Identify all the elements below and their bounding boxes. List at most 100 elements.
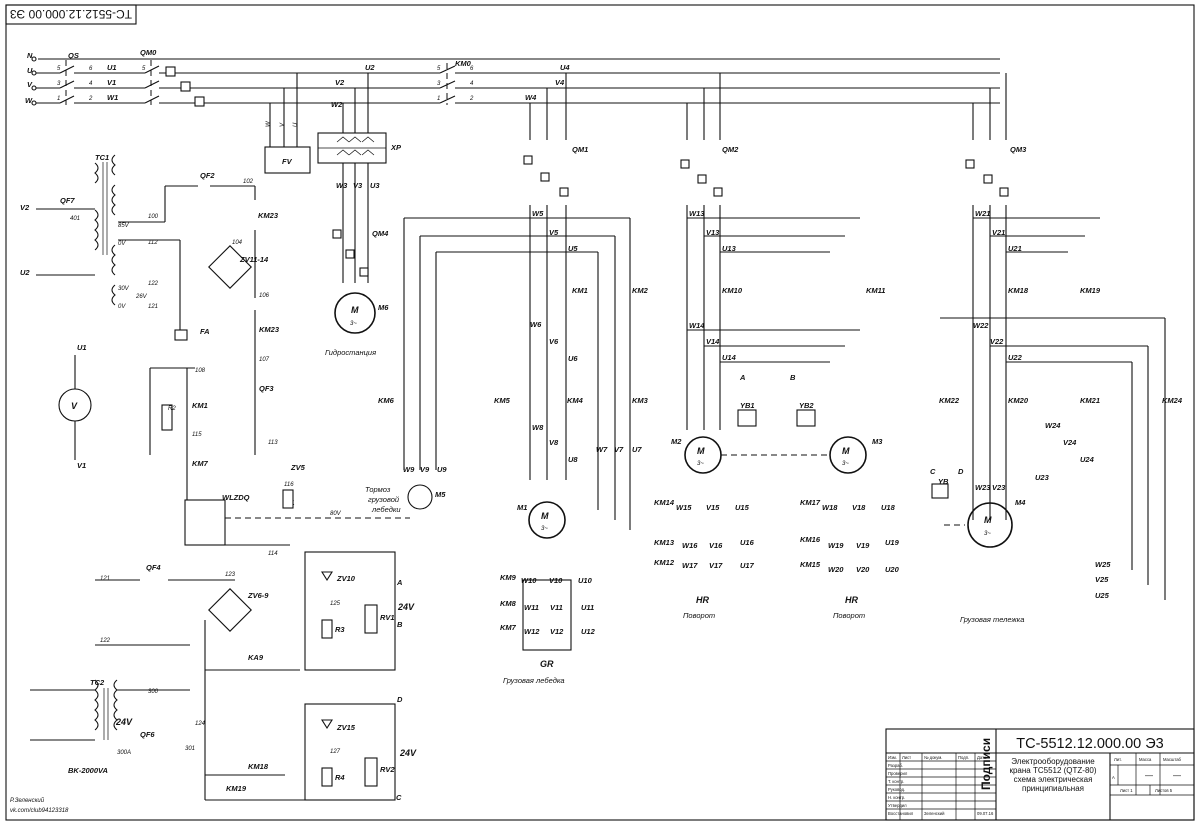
- col-lit: Лит.: [1114, 757, 1122, 762]
- svg-text:N: N: [27, 51, 33, 60]
- svg-text:U13: U13: [722, 244, 737, 253]
- svg-text:W25: W25: [1095, 560, 1111, 569]
- svg-text:V15: V15: [706, 503, 720, 512]
- hdr-doc: № докум.: [924, 755, 942, 760]
- svg-text:W7: W7: [596, 445, 608, 454]
- svg-text:QF3: QF3: [259, 384, 274, 393]
- svg-text:U1: U1: [107, 63, 117, 72]
- svg-text:V: V: [71, 401, 78, 411]
- svg-text:W: W: [266, 120, 272, 127]
- svg-text:V5: V5: [549, 228, 559, 237]
- svg-text:W2: W2: [331, 100, 343, 109]
- svg-text:U17: U17: [740, 561, 755, 570]
- svg-text:U14: U14: [722, 353, 737, 362]
- svg-text:V18: V18: [852, 503, 866, 512]
- author-credit: Р.Зеленский: [10, 797, 45, 804]
- svg-text:W10: W10: [521, 576, 537, 585]
- km3-label: KM3: [632, 396, 649, 405]
- svg-text:YB2: YB2: [799, 401, 814, 410]
- svg-text:V: V: [280, 122, 286, 127]
- svg-text:W15: W15: [676, 503, 692, 512]
- brake-caption-1: Тормоз: [365, 485, 391, 494]
- svg-text:KM8: KM8: [500, 599, 517, 608]
- svg-text:W23: W23: [975, 483, 991, 492]
- svg-text:U22: U22: [1008, 353, 1023, 362]
- svg-text:112: 112: [148, 240, 158, 246]
- fv-label: FV: [282, 157, 293, 166]
- svg-text:ZV11-14: ZV11-14: [239, 255, 269, 264]
- svg-text:M6: M6: [378, 303, 389, 312]
- svg-text:ZV15: ZV15: [336, 723, 356, 732]
- svg-text:KM13: KM13: [654, 538, 675, 547]
- svg-text:3~: 3~: [541, 526, 548, 532]
- tc1-label: TC1: [95, 153, 109, 162]
- sheet-count: Листов 5: [1155, 788, 1173, 793]
- svg-text:V2: V2: [20, 203, 30, 212]
- km24-label: KM24: [1162, 396, 1183, 405]
- svg-text:5: 5: [437, 66, 441, 72]
- svg-text:U2: U2: [20, 268, 30, 277]
- svg-text:A: A: [396, 578, 402, 587]
- svg-text:127: 127: [330, 749, 341, 755]
- km5-label: KM5: [494, 396, 511, 405]
- xp-label: XP: [390, 143, 402, 152]
- km19-label: KM19: [1080, 286, 1101, 295]
- svg-text:R2: R2: [168, 406, 176, 412]
- svg-text:U9: U9: [437, 465, 447, 474]
- row-sogl: Восстановил: [888, 811, 914, 816]
- km4-label: KM4: [567, 396, 584, 405]
- svg-text:W24: W24: [1045, 421, 1061, 430]
- svg-text:W11: W11: [524, 603, 539, 612]
- tc2-voltage: 24V: [115, 717, 133, 727]
- pump-station-caption: Гидростанция: [325, 348, 376, 357]
- svg-text:ZV6-9: ZV6-9: [247, 591, 269, 600]
- rectifier-ZV11-14: [208, 245, 252, 289]
- svg-text:W8: W8: [532, 423, 544, 432]
- svg-text:W3: W3: [336, 181, 348, 190]
- svg-text:M: M: [984, 515, 992, 525]
- svg-text:300A: 300A: [117, 750, 131, 756]
- svg-text:V21: V21: [992, 228, 1005, 237]
- svg-text:V22: V22: [990, 337, 1004, 346]
- svg-text:W14: W14: [689, 321, 705, 330]
- scale-value: —: [1173, 771, 1181, 780]
- svg-text:M1: M1: [517, 503, 527, 512]
- svg-text:U25: U25: [1095, 591, 1110, 600]
- qm2-label: QM2: [722, 145, 739, 154]
- svg-text:1: 1: [57, 96, 60, 102]
- trolley-caption: Грузовая тележка: [960, 615, 1024, 624]
- svg-text:104: 104: [232, 240, 243, 246]
- svg-text:2: 2: [469, 96, 474, 102]
- svg-text:W: W: [25, 96, 33, 105]
- svg-text:122: 122: [148, 281, 159, 287]
- svg-text:KM7: KM7: [192, 459, 209, 468]
- brake-M5: [407, 484, 433, 510]
- wlzdq-box: [184, 499, 226, 546]
- hr-label-right: HR: [845, 595, 858, 605]
- fv-drops: W V U: [266, 73, 299, 147]
- svg-text:ZV5: ZV5: [290, 463, 306, 472]
- slew-caption-right: Поворот: [833, 611, 865, 620]
- bk-label: BK-2000VA: [68, 766, 108, 775]
- doc-code: ТС-5512.12.000.00 Э3: [1016, 736, 1163, 752]
- km6-label: KM6: [378, 396, 395, 405]
- svg-text:W16: W16: [682, 541, 698, 550]
- svg-text:W13: W13: [689, 209, 705, 218]
- svg-text:V23: V23: [992, 483, 1006, 492]
- svg-text:W6: W6: [530, 320, 542, 329]
- hoist-caption: Грузовая лебедка: [503, 676, 565, 685]
- svg-text:V8: V8: [549, 438, 559, 447]
- svg-text:121: 121: [148, 304, 158, 310]
- upper-block-voltage: 24V: [397, 602, 415, 612]
- svg-text:KM14: KM14: [654, 498, 675, 507]
- svg-text:107: 107: [259, 357, 270, 363]
- svg-text:U20: U20: [885, 565, 900, 574]
- svg-text:R3: R3: [335, 625, 345, 634]
- hr-label-left: HR: [696, 595, 709, 605]
- title-block: [885, 728, 1195, 821]
- svg-text:U11: U11: [581, 603, 594, 612]
- svg-text:V12: V12: [550, 627, 564, 636]
- sheet-frame: [5, 4, 1195, 821]
